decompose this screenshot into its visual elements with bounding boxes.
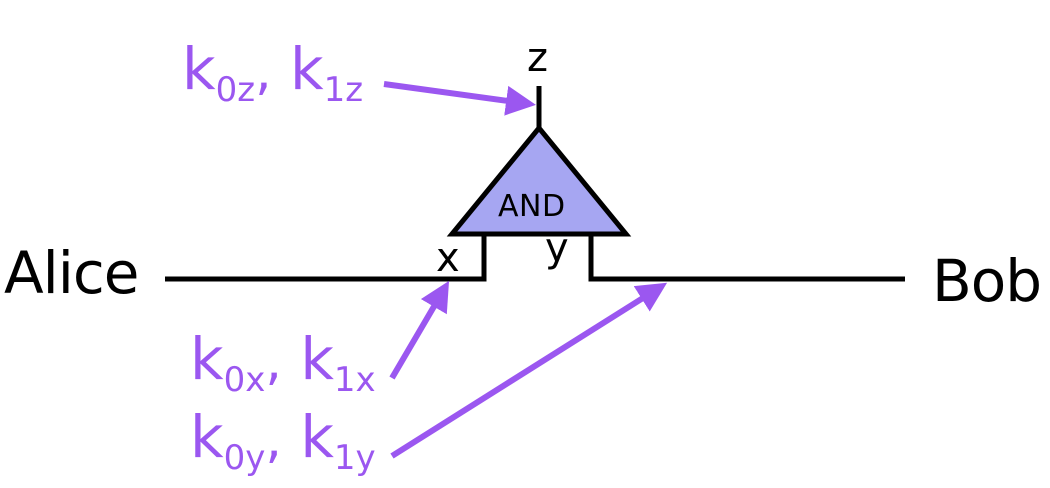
key-y-k1: k bbox=[300, 403, 334, 471]
key-x-k0-sub: 0x bbox=[223, 360, 266, 400]
and-gate-shape bbox=[446, 124, 632, 237]
key-x-sep: , bbox=[265, 332, 282, 392]
wire-x-label: x bbox=[436, 235, 460, 281]
wire-y-label: y bbox=[545, 225, 569, 271]
arrow-to-z bbox=[383, 81, 536, 116]
key-y-k0: k bbox=[190, 403, 224, 471]
key-x-k1: k bbox=[300, 325, 334, 393]
key-z-k0-sub: 0z bbox=[215, 70, 256, 110]
key-x-k0: k bbox=[190, 325, 224, 393]
wire-alice-x bbox=[165, 234, 487, 282]
arrow-to-x bbox=[389, 280, 450, 380]
alice-label: Alice bbox=[4, 239, 139, 307]
key-y-k0-sub: 0y bbox=[223, 438, 266, 478]
bob-label: Bob bbox=[932, 247, 1042, 315]
wire-z-label: z bbox=[527, 35, 548, 81]
key-z-k0: k bbox=[182, 35, 216, 103]
arrow-to-y bbox=[390, 282, 668, 459]
wire-bob-y bbox=[588, 234, 905, 282]
and-gate-label: AND bbox=[498, 189, 566, 224]
key-z-sep: , bbox=[255, 42, 272, 102]
keys-x-label: k0x, k1x bbox=[190, 330, 376, 397]
key-x-k1-sub: 1x bbox=[333, 360, 376, 400]
key-z-k1-sub: 1z bbox=[323, 70, 364, 110]
key-y-sep: , bbox=[265, 410, 282, 470]
keys-y-label: k0y, k1y bbox=[190, 408, 376, 475]
key-y-k1-sub: 1y bbox=[333, 438, 376, 478]
keys-z-label: k0z, k1z bbox=[182, 40, 363, 107]
key-z-k1: k bbox=[290, 35, 324, 103]
